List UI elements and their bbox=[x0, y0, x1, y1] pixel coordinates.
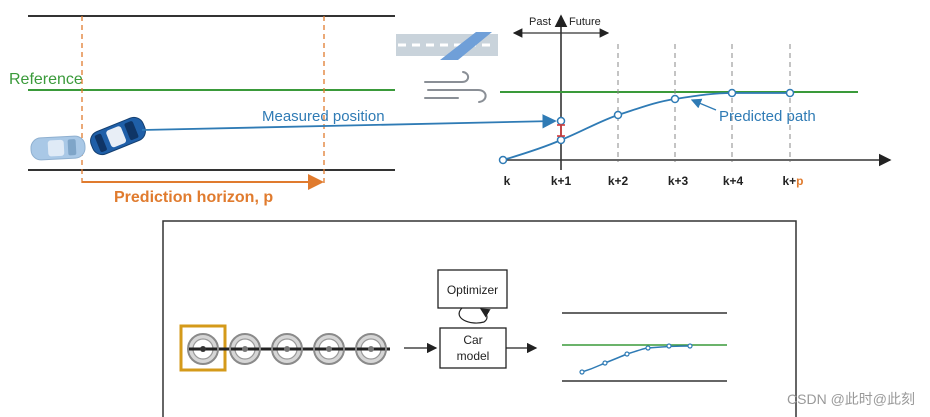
measured-position-arrow bbox=[141, 114, 557, 131]
tick-label-kp: k+p bbox=[782, 174, 803, 188]
steering-wheel-icon bbox=[313, 333, 345, 365]
tick-label-k4: k+4 bbox=[723, 174, 744, 188]
mini-point bbox=[645, 345, 651, 351]
steering-wheel-icon bbox=[355, 333, 387, 365]
mini-point bbox=[666, 343, 672, 349]
measured-position-label: Measured position bbox=[262, 108, 385, 125]
optimizer-label: Optimizer bbox=[447, 283, 498, 297]
reference-label: Reference bbox=[9, 71, 83, 88]
path-point-k2 bbox=[613, 110, 623, 120]
car-model-label-line1: Car bbox=[463, 333, 482, 347]
feedback-loop-arrow bbox=[458, 307, 491, 324]
predicted-path-label: Predicted path bbox=[719, 108, 816, 125]
mini-point bbox=[687, 343, 693, 349]
tick-label-k: k bbox=[504, 174, 511, 188]
path-points bbox=[498, 88, 795, 165]
steering-wheel-icon bbox=[271, 333, 303, 365]
path-point-k1-measured bbox=[556, 116, 566, 126]
car-icon bbox=[90, 116, 146, 156]
predicted-path-pointer bbox=[690, 98, 717, 111]
mini-point bbox=[624, 351, 630, 357]
path-point-k1 bbox=[556, 135, 566, 145]
mini-point bbox=[579, 369, 585, 375]
future-label: Future bbox=[569, 16, 601, 28]
watermark: CSDN @此时@此刻 bbox=[787, 391, 915, 407]
path-point-k bbox=[498, 155, 508, 165]
mini-path-points bbox=[579, 343, 693, 375]
wind-icon bbox=[424, 71, 487, 103]
car-model-box bbox=[439, 327, 507, 369]
error-marker bbox=[557, 124, 565, 137]
tick-label-k1: k+1 bbox=[551, 174, 572, 188]
mpc-block-diagram: Optimizer Car model bbox=[162, 220, 797, 417]
tick-label-k2: k+2 bbox=[608, 174, 629, 188]
prediction-horizon-label: Prediction horizon, p bbox=[114, 189, 273, 206]
path-point-k3 bbox=[670, 94, 680, 104]
road-section: Reference Prediction horizon, p Measured… bbox=[9, 15, 557, 206]
mini-point bbox=[602, 360, 608, 366]
car-model-label-line2: model bbox=[457, 349, 490, 363]
steering-wheel-sequence bbox=[187, 333, 387, 365]
steering-wheel-icon bbox=[187, 333, 219, 365]
path-point-k4 bbox=[727, 88, 737, 98]
path-point-kp bbox=[785, 88, 795, 98]
past-car-icon bbox=[30, 135, 86, 161]
predicted-path-curve bbox=[502, 92, 790, 161]
road-condition-icon bbox=[396, 32, 498, 60]
prediction-plot: Past Future Predicted path k k+1 k+2 k+3 bbox=[498, 14, 892, 188]
tick-labels: k k+1 k+2 k+3 k+4 k+p bbox=[504, 174, 804, 188]
tick-guides bbox=[617, 44, 791, 162]
past-label: Past bbox=[529, 16, 551, 28]
steering-wheel-icon bbox=[229, 333, 261, 365]
tick-label-k3: k+3 bbox=[668, 174, 689, 188]
optimizer-box bbox=[437, 269, 508, 309]
block-frame bbox=[162, 220, 797, 417]
